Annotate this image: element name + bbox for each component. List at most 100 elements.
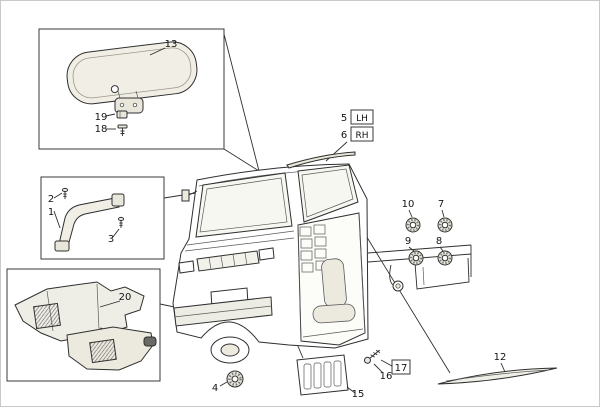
- mirror-head: [181, 189, 190, 202]
- door-seams: [297, 212, 366, 342]
- cab-seat: [312, 258, 356, 324]
- grille-slats: [208, 252, 248, 270]
- part-floor-mat: [14, 281, 157, 371]
- leader-8: [439, 246, 444, 252]
- part-label-12: 12: [494, 352, 507, 363]
- leader-3: [112, 228, 120, 238]
- part-label-2: 2: [48, 194, 54, 205]
- grille-frame: [296, 354, 349, 396]
- grab-handle-body: [58, 197, 120, 247]
- leader-2: [53, 192, 63, 199]
- grommet-hatch-ring: [438, 251, 452, 265]
- leader-1: [53, 210, 61, 229]
- hub: [220, 343, 240, 357]
- callout-box-handle: [40, 176, 165, 260]
- part-roof-strip: 5 LH 6 RH: [286, 109, 374, 169]
- windshield-seal: [199, 177, 288, 233]
- grille-frame: [196, 250, 260, 272]
- bracket-screw-hole: [132, 102, 138, 108]
- part-label-3: 3: [108, 234, 114, 245]
- leader-9: [408, 246, 415, 252]
- chassis-frame: [367, 244, 472, 292]
- bracket-rib: [422, 266, 425, 286]
- grommet-hatch-ring: [406, 218, 420, 232]
- part-screw-18: [117, 124, 128, 136]
- part-label-1: 1: [48, 207, 54, 218]
- door-window: [297, 164, 359, 223]
- frame-eyelet-center: [395, 283, 401, 289]
- lh-code: LH: [356, 114, 368, 124]
- leader-17: [380, 359, 393, 367]
- part-visor-bracket: [114, 97, 144, 114]
- part-label-5: 5: [341, 113, 347, 124]
- part-label-8: 8: [436, 236, 442, 247]
- louver-cell: [314, 236, 327, 247]
- louver-cell: [314, 248, 327, 259]
- rh-ref-box: [350, 126, 374, 142]
- visor-bracket-body: [114, 97, 144, 114]
- leader-visor-bottom: [223, 148, 260, 172]
- mirror-arm: [188, 190, 198, 196]
- seat-cushion: [312, 303, 356, 324]
- part-screw-2: [61, 187, 69, 199]
- screw-shaft: [120, 128, 125, 136]
- roof-strip-body: [286, 151, 356, 169]
- callout-visor: 13 19 18: [38, 28, 225, 150]
- part-label-6: 6: [341, 130, 347, 141]
- lh-ref-box: [350, 109, 374, 125]
- part-grommet-7: [437, 217, 453, 233]
- grommet-set: 10 7 9 8: [402, 199, 453, 266]
- leader-7: [441, 209, 445, 218]
- leader-16: [373, 363, 384, 374]
- grille-slat: [333, 360, 342, 387]
- visor-bracket-links: [117, 90, 139, 99]
- part-label-20: 20: [119, 292, 132, 303]
- louver-cell: [300, 250, 313, 261]
- headlight-right: [258, 247, 275, 261]
- front-crease-lines: [184, 230, 295, 252]
- mat-heel-pad: [89, 338, 117, 364]
- part-grab-handle: [54, 193, 125, 252]
- plug-hatch-ring: [228, 372, 242, 386]
- leader-19: [105, 113, 116, 117]
- ref-box-17: [391, 359, 411, 375]
- part-label-7: 7: [438, 199, 444, 210]
- headlight-left: [178, 260, 195, 274]
- mat-heel-pad: [33, 302, 61, 330]
- grommet-center: [441, 254, 449, 262]
- grille-slat: [313, 362, 322, 389]
- callout-box-mat: [6, 268, 161, 382]
- bracket-screw-hole: [119, 102, 125, 108]
- part-sun-visor: [66, 41, 198, 105]
- seat-back: [321, 258, 347, 308]
- part-label-16: 16: [380, 371, 393, 382]
- part-screw-3: [117, 216, 125, 228]
- handle-end-pad-bottom: [54, 240, 70, 252]
- grommet-hatch-ring: [438, 218, 452, 232]
- part-label-19: 19: [95, 112, 108, 123]
- screw-shaft: [119, 220, 123, 228]
- part-vent-grille-15: 15: [296, 354, 365, 400]
- handle-end-pad-top: [111, 193, 125, 207]
- part-clip-19: [116, 110, 128, 119]
- sun-visor-inner-seam: [72, 47, 192, 99]
- clip-body: [116, 110, 128, 119]
- leader-visor-top: [223, 33, 260, 172]
- part-label-15: 15: [352, 389, 365, 400]
- plug-center: [231, 375, 239, 383]
- part-trim-strip-12: 12: [437, 352, 558, 385]
- trim-strip-midline: [445, 369, 550, 382]
- louver-cell: [301, 262, 314, 273]
- frame-bracket: [414, 257, 470, 290]
- mat-clip: [143, 336, 157, 347]
- leader-4: [219, 381, 228, 387]
- part-label-18: 18: [95, 124, 108, 135]
- part-screw-16: 16 17: [363, 349, 411, 382]
- vent-louvers: [299, 224, 328, 273]
- part-label-10: 10: [402, 199, 415, 210]
- part-plug-4: 4: [212, 370, 244, 394]
- louver-cell: [313, 224, 326, 235]
- leader-10: [408, 209, 413, 218]
